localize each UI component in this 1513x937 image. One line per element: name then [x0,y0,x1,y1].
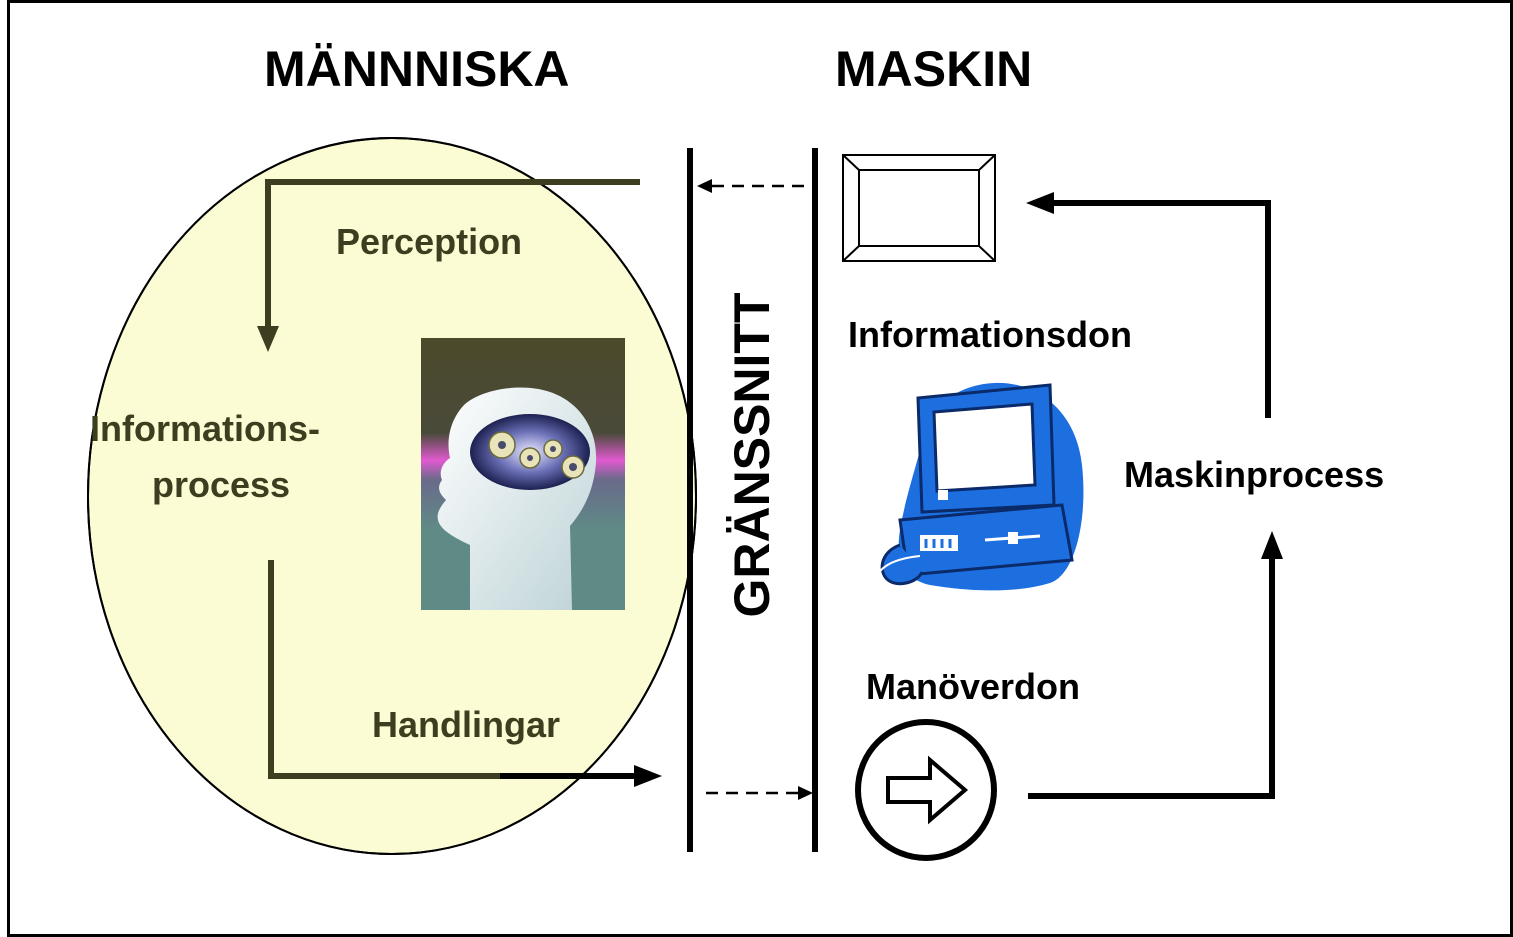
desktop-computer-icon [876,382,1084,591]
head-with-gears-icon [421,338,625,610]
label-information-process-line2: process [152,464,291,505]
interface-label: GRÄNSSNITT [724,292,780,618]
dashed-arrow-to-machine [706,786,813,800]
label-actions: Handlingar [372,704,561,745]
label-information-device: Informationsdon [848,314,1132,355]
label-perception: Perception [336,221,523,262]
label-control-device: Manöverdon [866,666,1081,707]
actions-arrow [268,560,662,787]
frame-border [7,0,1513,937]
circle-arrow-icon [855,719,997,861]
label-information-process-line1: Informations- [90,408,320,449]
perception-arrow [257,179,640,352]
label-machine-process: Maskinprocess [1124,454,1385,495]
dashed-arrow-to-human [697,179,804,193]
heading-machine: MASKIN [835,41,1033,97]
machine-process-loop [1026,192,1283,799]
heading-human: MÄNNNISKA [264,41,570,97]
display-frame-icon [842,154,996,262]
